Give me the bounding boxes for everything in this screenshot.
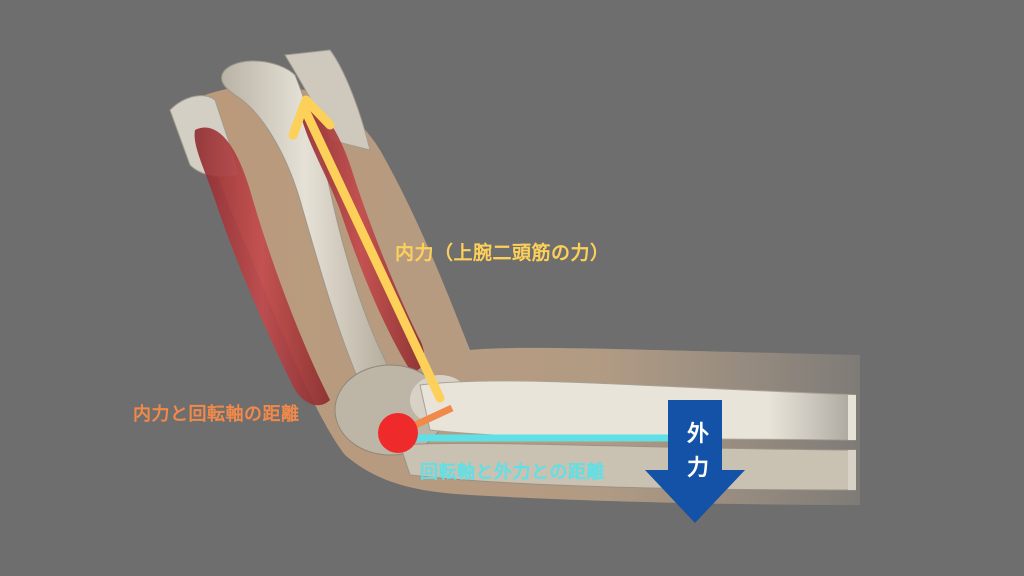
biceps-muscle-long <box>194 127 330 406</box>
internal-force-distance-label: 内力と回転軸の距離 <box>133 404 300 425</box>
bone-end-plate-bottom <box>848 450 856 490</box>
external-force-char-2: 力 <box>686 456 709 481</box>
rotation-axis-pivot <box>378 413 418 453</box>
external-force-distance-label: 回転軸と外力との距離 <box>420 462 605 483</box>
internal-force-label: 内力（上腕二頭筋の力） <box>395 242 610 264</box>
internal-force-arrow-head <box>288 95 335 140</box>
external-force-label: 外 力 <box>668 418 728 486</box>
external-force-char-1: 外 <box>686 422 709 447</box>
bone-cut-end-right <box>284 49 371 151</box>
external-force-arrow <box>645 400 745 523</box>
internal-force-arrow-shaft <box>301 107 445 403</box>
bone-end-plate-top <box>848 395 856 440</box>
